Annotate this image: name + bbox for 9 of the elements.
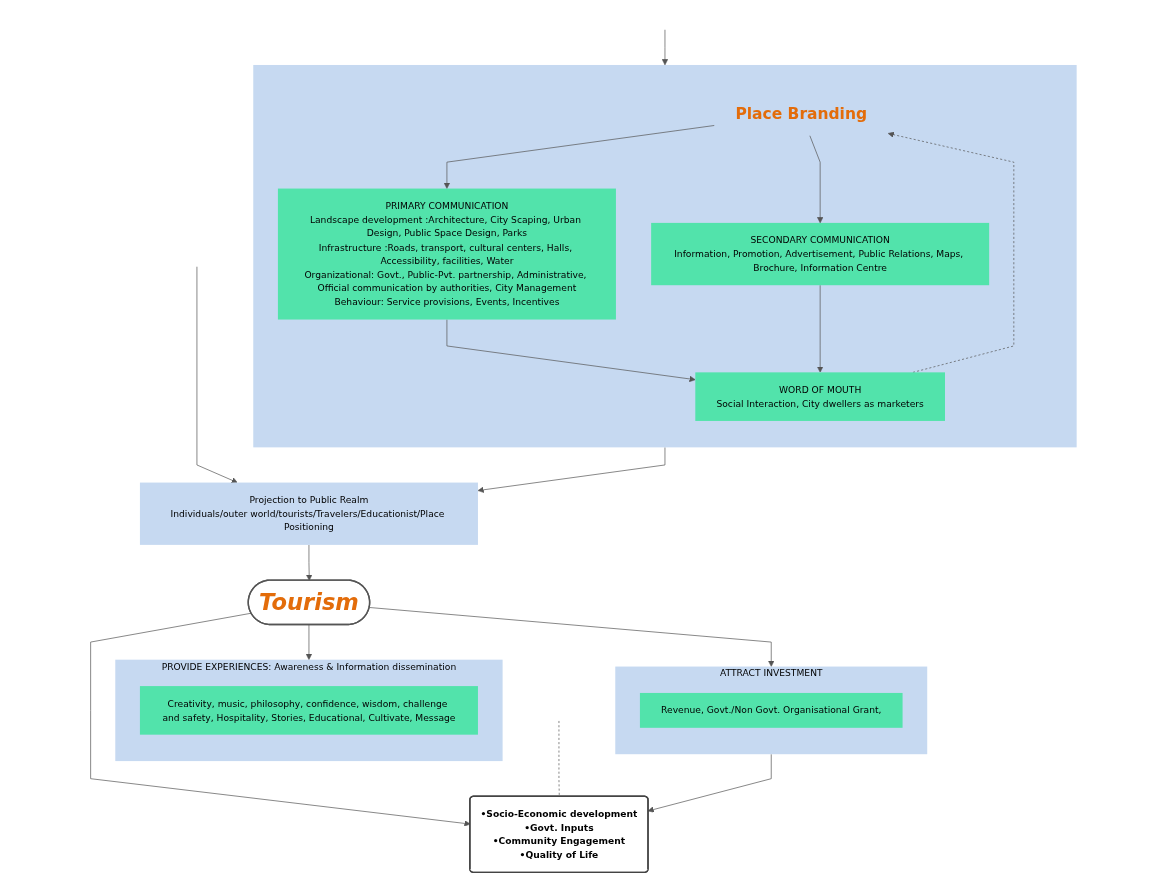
node-box: Creativity, music, philosophy, confidence, wisdom, challenge and safety, Hospitality, Stories, Educational, Cultivate, Message — [140, 686, 479, 735]
connector — [558, 720, 560, 797]
cluster — [253, 64, 1077, 448]
node-text: Place Branding — [735, 104, 868, 123]
node-box: PRIMARY COMMUNICATION Landscape development :Architecture, City Scaping, Urban Design, Public Space Design, Parks Infrastructure :Roads, transport, cultural centers, Halls, Accessibility, facilities, Water Organizational: Govt., Public-Pvt. partnership, Administrative, Official communication by authorities, City Management Behaviour: Service provisions, Events, Incentives — [278, 188, 617, 320]
node-box: WORD OF MOUTH Social Interaction, City dwellers as marketers — [695, 372, 946, 421]
node-box: SECONDARY COMMUNICATION Information, Promotion, Advertisement, Public Relations, Maps, Brochure, Information Centre — [651, 222, 990, 286]
node-box: Revenue, Govt./Non Govt. Organisational Grant, — [640, 692, 903, 728]
node-box: Projection to Public Realm Individuals/outer world/tourists/Travelers/Educationist/Place Positioning — [140, 482, 479, 545]
